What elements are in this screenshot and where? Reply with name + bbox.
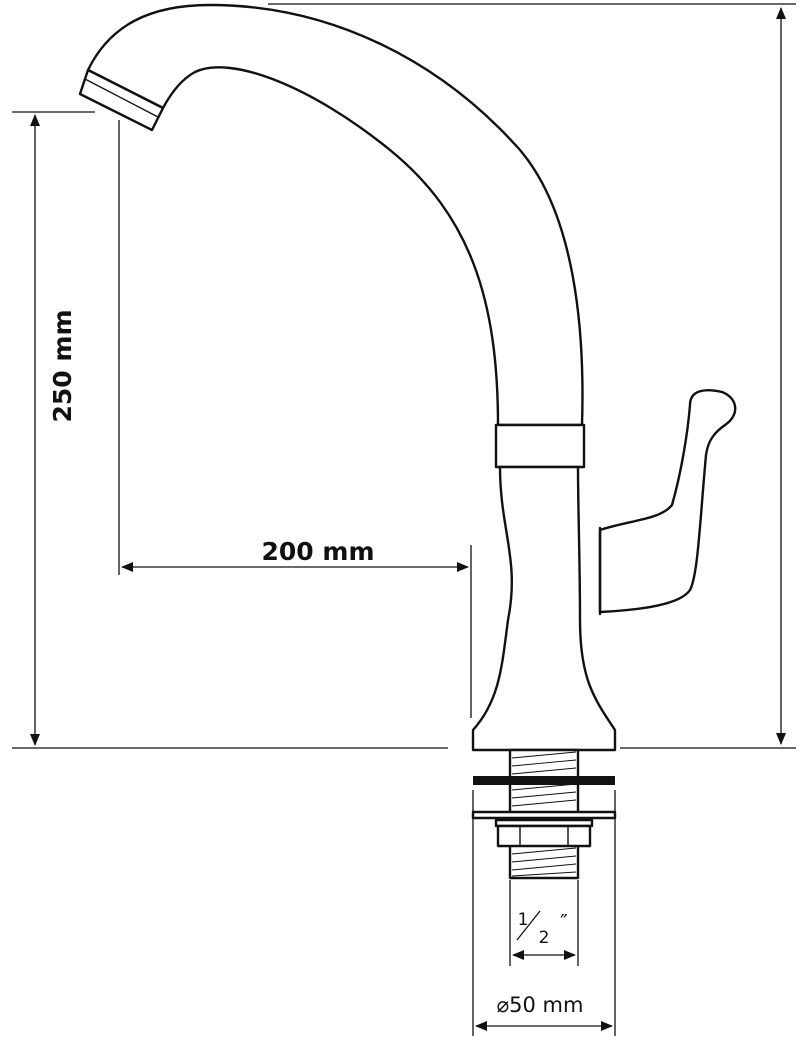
- reach-label: 200 mm: [262, 537, 375, 566]
- mounting-hardware: [471, 748, 617, 880]
- gasket: [473, 776, 615, 785]
- height-label: 250 mm: [48, 310, 77, 423]
- overall-height-dimension: [268, 3, 796, 749]
- reach-dimension: 200 mm: [118, 120, 472, 718]
- thread-label-mark: ″: [560, 910, 567, 934]
- base-diameter-dimension: ⌀50 mm: [472, 790, 616, 1036]
- thread-dimension: 1 2 ″: [509, 880, 579, 966]
- height-dimension: 250 mm: [12, 111, 448, 749]
- base-diameter-label: ⌀50 mm: [497, 993, 584, 1017]
- lock-nut: [496, 824, 592, 848]
- faucet-handle: [598, 389, 737, 616]
- thread-label-num: 1: [518, 910, 529, 930]
- faucet-body: [471, 465, 617, 752]
- spout-aerator: [78, 68, 165, 132]
- fraction-slash: [516, 910, 541, 941]
- faucet-spout: [86, 3, 584, 427]
- thread-label-den: 2: [539, 928, 550, 948]
- swivel-collar: [494, 423, 586, 469]
- mounting-plate: [471, 810, 617, 820]
